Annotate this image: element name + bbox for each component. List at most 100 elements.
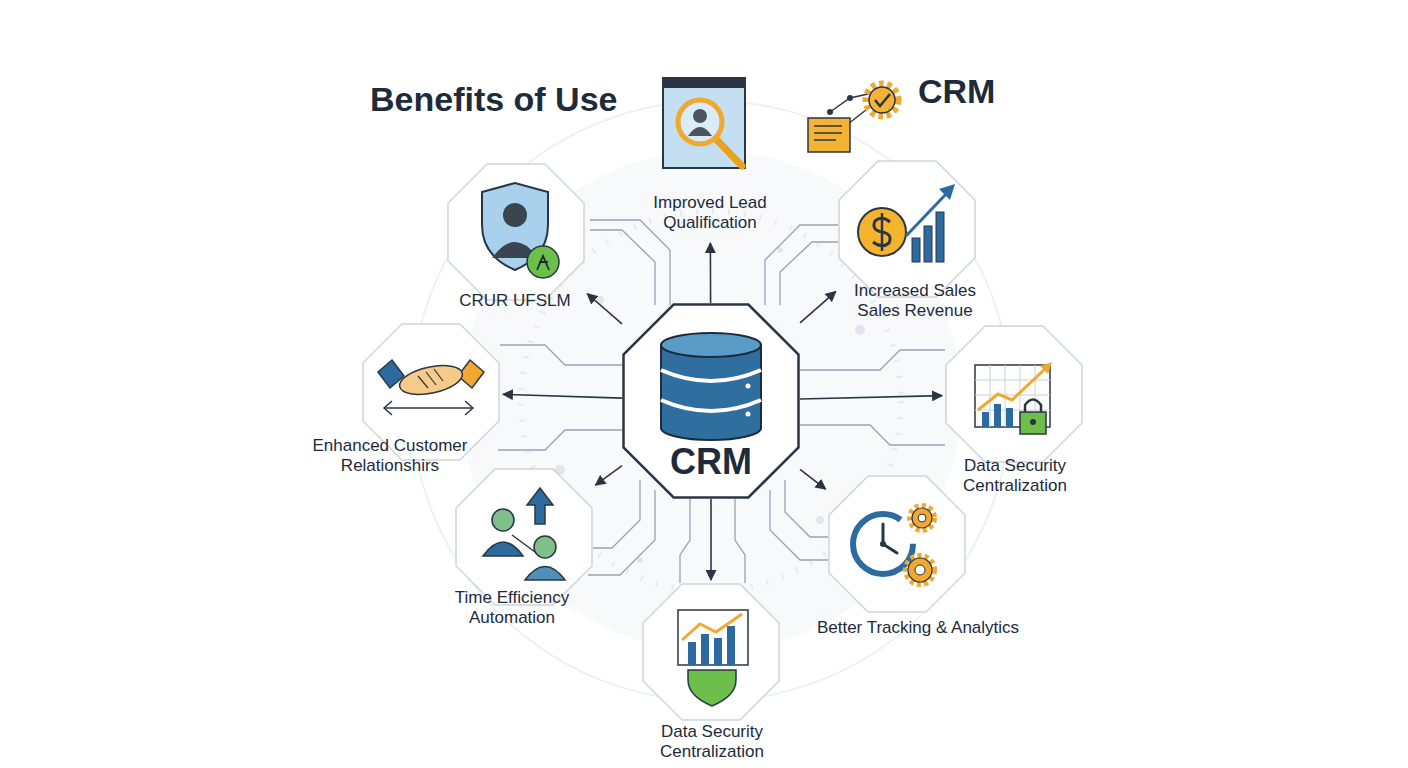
circuit-trace	[590, 220, 670, 305]
octagon-outline	[455, 468, 593, 606]
background-circle	[855, 325, 865, 335]
browser-search-icon	[678, 100, 722, 144]
benefit-label: Data Security Centralization	[642, 722, 782, 763]
team-growth-icon	[483, 542, 523, 556]
database-icon	[661, 333, 761, 440]
crm-gear-icon	[808, 84, 898, 152]
octagon-outline	[447, 163, 585, 301]
arrow-connector	[800, 292, 836, 323]
benefit-label: Better Tracking & Analytics	[798, 618, 1038, 638]
background-circle	[816, 516, 824, 524]
shield-person-icon	[537, 256, 549, 270]
team-growth-icon	[483, 488, 565, 580]
handshake-icon	[385, 407, 472, 409]
revenue-icon	[912, 238, 920, 262]
circuit-trace	[588, 490, 655, 575]
circuit-trace	[780, 242, 838, 305]
database-icon	[661, 370, 761, 381]
clock-gears-icon	[908, 558, 932, 582]
free-label: CRM	[918, 72, 995, 111]
database-icon	[661, 333, 761, 357]
benefit-label: CRUR UFSLM	[440, 291, 590, 311]
circuit-trace	[593, 480, 640, 548]
octagon-outline	[828, 475, 966, 613]
handshake-icon	[378, 360, 484, 415]
octagon-outline	[642, 583, 780, 721]
chart-shield-icon	[727, 626, 735, 665]
crm-gear-icon	[830, 94, 868, 112]
revenue-icon	[858, 184, 955, 262]
clock-gears-icon	[853, 514, 913, 574]
handshake-icon	[418, 369, 443, 388]
database-icon	[746, 412, 751, 417]
team-growth-icon	[525, 567, 565, 581]
secure-chart-icon	[978, 368, 1046, 410]
database-icon	[661, 345, 761, 428]
shield-person-icon	[482, 183, 548, 270]
revenue-icon	[881, 213, 884, 251]
revenue-icon	[858, 208, 906, 256]
background-circle	[637, 557, 643, 563]
arrow-connector	[800, 469, 826, 489]
crm-gear-icon	[848, 110, 866, 124]
benefit-octagon: Data Security Centralization	[945, 325, 1083, 463]
arrow-connector	[800, 396, 942, 399]
secure-chart-icon	[1025, 400, 1041, 415]
benefit-octagon: Increased Sales Sales Revenue	[838, 160, 976, 298]
browser-search-icon	[693, 109, 707, 123]
revenue-icon	[873, 218, 890, 246]
handshake-icon	[397, 361, 465, 400]
arrow-connector	[710, 243, 712, 303]
clock-gears-icon	[853, 506, 934, 584]
clock-gears-icon	[906, 556, 934, 584]
chart-shield-icon	[682, 614, 742, 640]
octagon-outline	[624, 305, 799, 498]
team-growth-icon	[512, 535, 535, 552]
background-circle	[777, 247, 783, 253]
shield-person-icon	[527, 246, 559, 278]
diagram-title: Benefits of Use	[370, 80, 618, 119]
hub-octagon: CRM	[622, 303, 800, 499]
circuit-trace	[785, 480, 828, 537]
octagon-outline	[448, 164, 584, 300]
benefit-label: Improved Lead Qualification	[640, 193, 780, 234]
arrow-connector	[587, 294, 622, 324]
octagon-outline	[456, 469, 592, 605]
browser-search-icon	[663, 78, 745, 88]
benefit-octagon: CRUR UFSLM	[447, 163, 585, 301]
circuit-trace	[765, 225, 838, 305]
benefit-octagon: Better Tracking & Analytics	[828, 475, 966, 613]
benefit-octagon: Time Efficiency Automation	[455, 468, 593, 606]
handshake-icon	[384, 401, 473, 415]
octagon-outline	[829, 476, 965, 612]
secure-chart-icon	[975, 365, 1050, 427]
clock-gears-icon	[883, 524, 897, 553]
octagon-outline	[643, 584, 779, 720]
revenue-icon	[936, 212, 944, 262]
arrow-connector	[710, 499, 712, 580]
secure-chart-icon	[1006, 408, 1013, 427]
team-growth-icon	[492, 509, 514, 531]
circuit-trace	[498, 430, 622, 450]
crm-gear-icon	[808, 118, 850, 152]
handshake-icon	[458, 360, 484, 388]
octagon-outline	[839, 161, 975, 297]
chart-shield-icon	[688, 642, 696, 665]
shield-person-icon	[482, 183, 559, 278]
benefit-octagon: Enhanced Customer Relationshirs	[362, 323, 500, 461]
clock-gears-icon	[880, 541, 886, 547]
arrow-connector	[503, 394, 622, 398]
circuit-trace	[680, 499, 690, 583]
chart-shield-icon	[688, 670, 736, 706]
circuit-trace	[500, 345, 622, 365]
handshake-icon	[378, 360, 404, 388]
crm-gear-icon	[869, 87, 895, 113]
secure-chart-icon	[1030, 419, 1036, 425]
clock-gears-icon	[915, 565, 925, 575]
database-icon	[661, 345, 761, 428]
background-circle	[596, 296, 604, 304]
